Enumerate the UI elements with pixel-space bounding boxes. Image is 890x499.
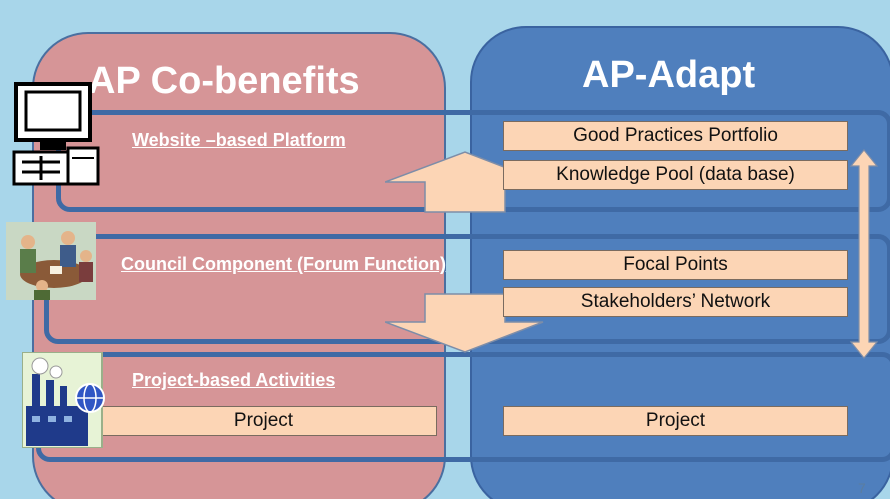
- website-platform-header: Website –based Platform: [132, 130, 346, 150]
- ap-adapt-title: AP-Adapt: [582, 54, 756, 96]
- knowledge-pool-box: Knowledge Pool (data base): [503, 160, 848, 190]
- stakeholders-network-box: Stakeholders’ Network: [503, 287, 848, 317]
- page-number: 7: [858, 480, 866, 496]
- project-box-right: Project: [503, 406, 848, 436]
- double-vertical-arrow-icon: [849, 149, 879, 359]
- council-component-header: Council Component (Forum Function): [121, 254, 446, 274]
- computer-icon: [12, 82, 100, 186]
- project-activities-header: Project-based Activities: [132, 370, 336, 390]
- focal-points-box: Focal Points: [503, 250, 848, 280]
- factory-globe-icon: [22, 352, 105, 448]
- ap-cobenefits-title: AP Co-benefits: [88, 60, 360, 102]
- meeting-people-icon: [6, 222, 96, 300]
- good-practices-portfolio-box: Good Practices Portfolio: [503, 121, 848, 151]
- project-box-left: Project: [90, 406, 437, 436]
